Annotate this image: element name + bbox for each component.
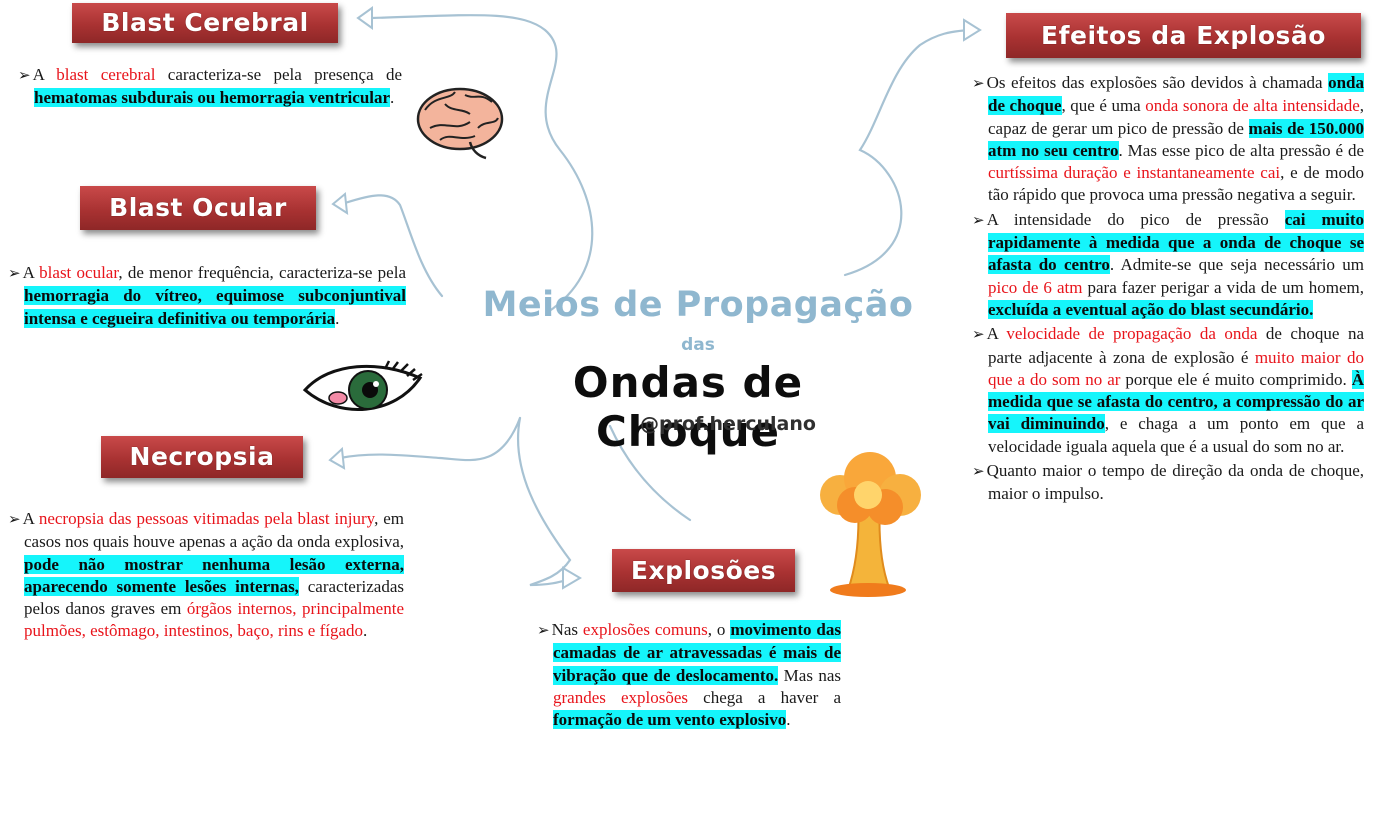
heading-efeitos: Efeitos da Explosão [1006,13,1361,58]
explosoes-text: ➢Nas explosões comuns, o movimento das c… [537,619,842,733]
efeitos-text: ➢Os efeitos das explosões são devidos à … [972,72,1364,508]
arrow-bullet-icon: ➢ [18,68,31,84]
arrow-bullet-icon: ➢ [972,327,985,344]
list-item: ➢A necropsia das pessoas vitimadas pela … [8,509,404,641]
author-handle: @prof.herculano [640,413,816,435]
arrow-bullet-icon: ➢ [8,512,21,528]
heading-blast-ocular: Blast Ocular [80,186,316,230]
list-item: ➢A blast cerebral caracteriza-se pela pr… [18,65,402,108]
connector-to-blast-cerebral [370,14,594,314]
connector-to-necropsia [338,416,522,462]
arrow-bullet-icon: ➢ [537,623,550,639]
arrowhead-explosoes [562,566,582,590]
arrowhead-ocular [331,192,349,215]
list-item: ➢A intensidade do pico de pressão cai mu… [972,209,1364,319]
connector-to-blast-ocular [343,194,444,298]
arrowhead-cerebral [356,6,373,30]
list-item: ➢Quanto maior o tempo de direção da onda… [972,461,1364,504]
arrow-bullet-icon: ➢ [8,266,21,282]
blast-cerebral-text: ➢A blast cerebral caracteriza-se pela pr… [18,64,402,112]
arrow-bullet-icon: ➢ [972,212,985,229]
arrow-bullet-icon: ➢ [972,76,985,92]
list-item: ➢A velocidade de propagação da onda de c… [972,324,1364,456]
connector-to-efeitos [843,28,980,277]
title-top: Meios de Propagação [482,285,914,325]
title-middle: das [681,335,715,355]
brain-illustration [416,87,504,160]
arrow-bullet-icon: ➢ [972,464,985,481]
necropsia-text: ➢A necropsia das pessoas vitimadas pela … [8,508,404,645]
heading-necropsia: Necropsia [101,436,303,478]
list-item: ➢Nas explosões comuns, o movimento das c… [537,620,842,730]
page-title: Ondas de Choque [572,358,804,456]
eye-illustration [302,360,423,411]
blast-ocular-text: ➢A blast ocular, de menor frequência, ca… [8,262,406,332]
heading-blast-cerebral: Blast Cerebral [72,3,338,43]
list-item: ➢Os efeitos das explosões são devidos à … [972,73,1365,205]
heading-explosoes: Explosões [612,549,795,592]
list-item: ➢A blast ocular, de menor frequência, ca… [8,263,406,328]
mushroom-cloud-illustration [820,452,921,597]
arrowhead-efeitos [963,18,982,42]
arrowhead-necropsia [328,446,346,470]
connector-lower-right [608,424,692,522]
